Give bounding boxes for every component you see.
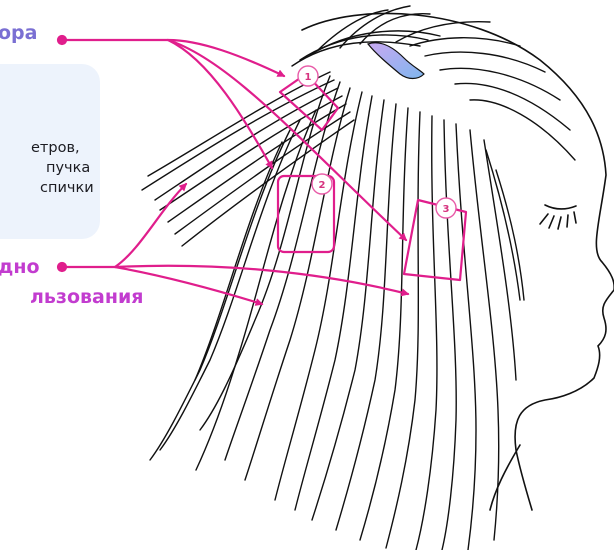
arrows [58,36,408,304]
arrow-top-2 [168,40,272,168]
info-line-3: спички [40,180,94,196]
hair-clip [368,43,424,79]
arrow-mid-3 [115,266,408,294]
svg-text:3: 3 [443,204,450,215]
svg-text:1: 1 [305,72,312,83]
label-middle-line2: льзования [30,286,144,308]
marker-2: 2 [312,174,332,194]
label-top: ора [0,22,37,44]
label-middle-line1: дно [0,256,40,278]
marker-3: 3 [436,198,456,218]
hair-strands [142,6,575,550]
face-profile [302,13,614,510]
svg-text:2: 2 [319,180,326,191]
info-line-2: пучка [46,160,90,176]
marker-1: 1 [298,66,318,86]
info-line-1: етров, [31,140,80,156]
